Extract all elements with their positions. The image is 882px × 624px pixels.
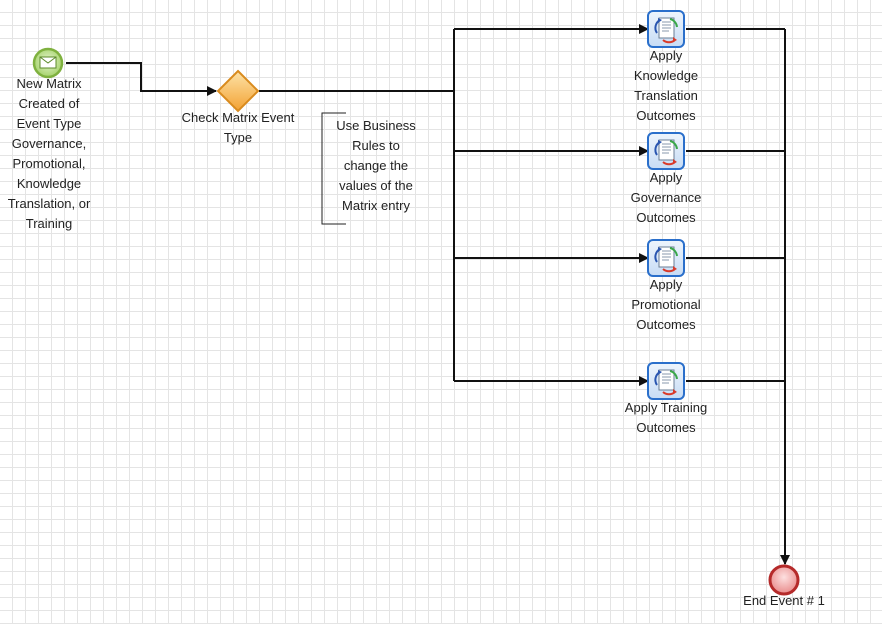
start-event-label: New Matrix Created of Event Type Governa…: [7, 76, 91, 231]
sequence-flows: [66, 24, 790, 565]
task-governance-label: Apply Governance Outcomes: [630, 170, 702, 225]
end-event-label: End Event # 1: [743, 593, 825, 608]
exclusive-gateway[interactable]: [216, 69, 260, 113]
flow-start-to-gateway[interactable]: [66, 62, 217, 96]
task-training[interactable]: [647, 362, 685, 400]
task-governance[interactable]: [647, 132, 685, 170]
task-training-label: Apply Training Outcomes: [624, 400, 708, 435]
task-promotional-label: Apply Promotional Outcomes: [631, 277, 701, 332]
text-annotation-bracket: [321, 112, 346, 225]
start-event[interactable]: [32, 47, 64, 79]
gateway-label: Check Matrix Event Type: [181, 110, 295, 145]
annotation-text: Use Business Rules to change the values …: [336, 118, 416, 213]
task-knowledge-translation-label: Apply Knowledge Translation Outcomes: [633, 48, 699, 123]
task-knowledge-translation[interactable]: [647, 10, 685, 48]
envelope-icon: [39, 56, 57, 69]
task-promotional[interactable]: [647, 239, 685, 277]
end-event[interactable]: [768, 564, 800, 596]
